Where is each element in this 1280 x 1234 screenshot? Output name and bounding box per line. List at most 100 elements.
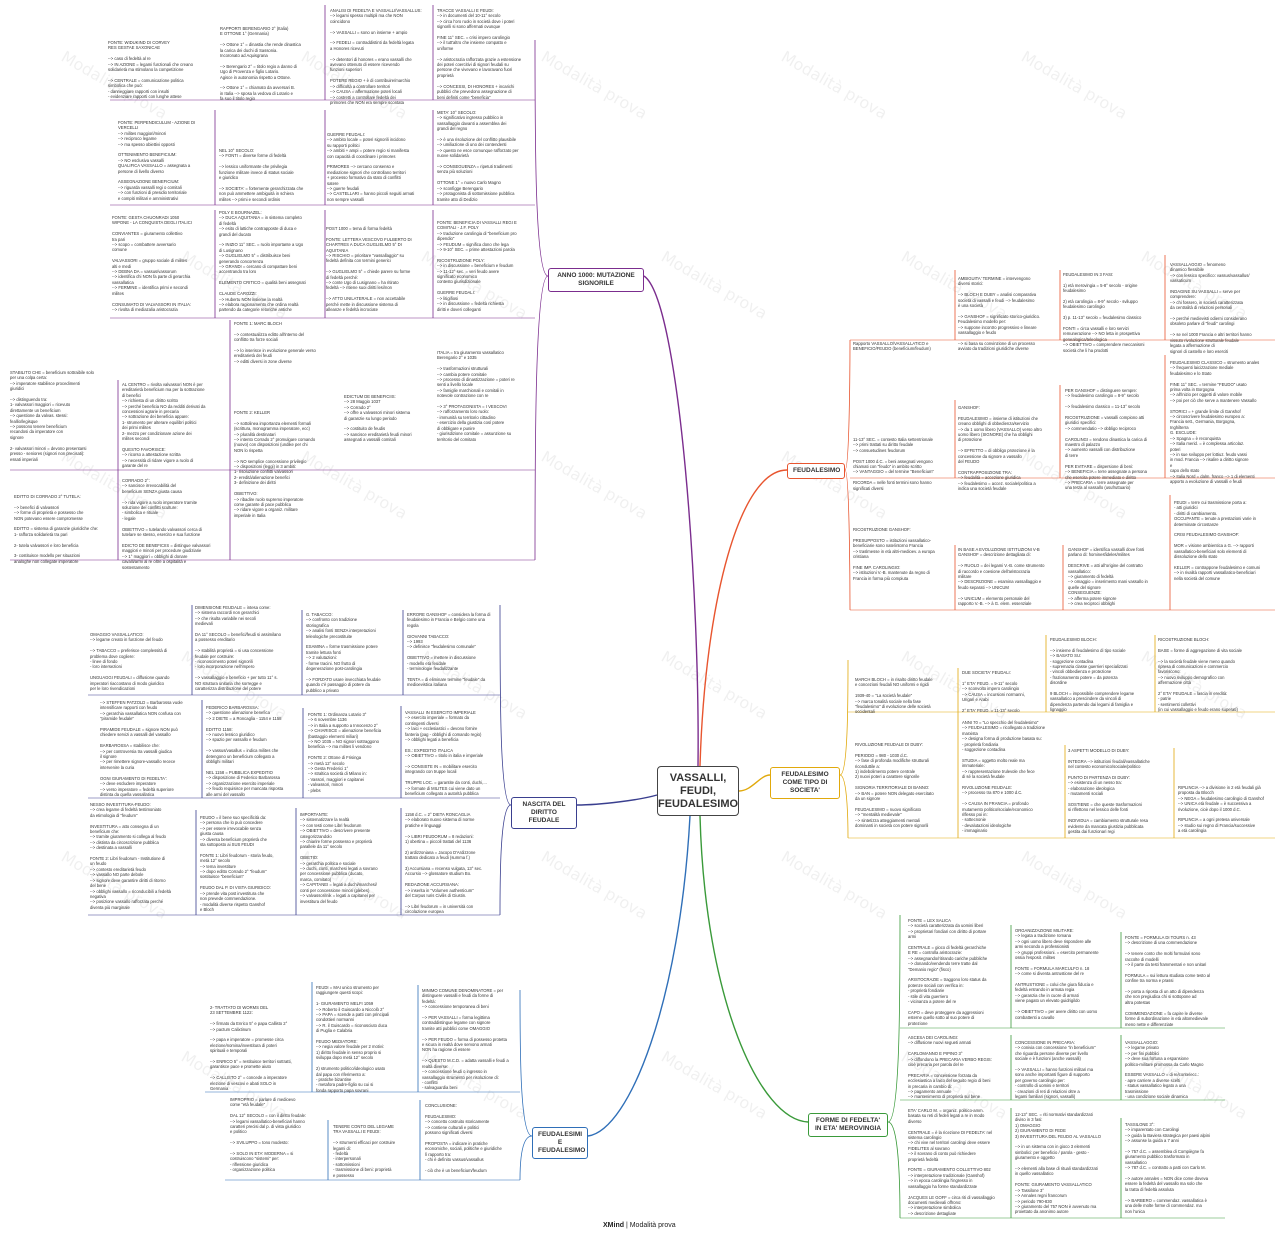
bracket-forme-bottom (887, 1121, 901, 1219)
connector-feudalesimo (699, 469, 788, 767)
note-march-bloch: MARCH BLOCH = in risalto diritto feudale… (855, 677, 933, 715)
watermark-text: Modalità prova (658, 247, 771, 323)
note-vassallaggio-legame: VASSALLAGGIO: --> legame privato --> per… (1125, 1040, 1204, 1100)
topic-feudalesimo-come-tipo-di-societa[interactable]: FEUDALESIMO COME TIPO DI SOCIETA' (770, 767, 840, 799)
note-stabilito-che: STABILITO CHE = beneficium sottraibile s… (10, 370, 94, 462)
note-legame-vassalli-feudi: TENERE CONTO DEL LEGAME TRA VASSALLI E F… (333, 1124, 396, 1178)
xmind-logo: XMind | Modalità prova (603, 1222, 676, 1229)
note-vassallaggio-fenomeno: VASSALLAGGIO = fenomeno dinamico flessib… (1170, 262, 1252, 354)
watermark-text: Modalità prova (658, 647, 771, 723)
note-ricostruzione-bloch: RICOSTRUZIONE BLOCH: BASE = forme di agg… (1158, 637, 1242, 713)
note-dieta-roncaglia: 1158 d.C. = 2° DIETA RONCAGLIA --> elabo… (405, 812, 483, 915)
note-tassilone: TASSILONE 3°: --> imparentato con Caroli… (1125, 1122, 1211, 1214)
note-anni-70: ANNI 70 = "Lo specchio del feudalesimo" … (962, 720, 1046, 834)
bracket-soc-bottom (839, 774, 849, 839)
note-ascesa-carolingi: ASCESA DEI CAROLINGI: --> diffusione nuo… (908, 1035, 992, 1100)
topic-feudalesimo[interactable]: FEUDALESIMO (787, 463, 845, 479)
note-11-13-secolo: 11-13° SEC. = contesto Italia settentrio… (853, 437, 935, 491)
note-eta-carlo-magno: ETA' CARLO M. = organiz. politico-amm. b… (908, 1108, 995, 1216)
note-meta-10-secolo: META' 10° SECOLO: --> significativo ingr… (437, 110, 519, 202)
note-nesso-investitura: NESSO INVESTITURA-FEUDO: --> crea legame… (90, 802, 172, 910)
note-vassalli-esercito: VASSALLI IN ESERCITO IMPERIALE --> eserc… (405, 710, 487, 797)
watermark-text: Modalità prova (778, 47, 891, 123)
note-due-societa: DUE SOCIETA' FEUDALI: 1° ETA' FEUD. = 9-… (962, 670, 1025, 713)
bracket-feudi-bottom (519, 1135, 533, 1181)
note-ganshof-identifica: GANSHOF = identifica vassalli dove fonti… (1068, 547, 1148, 607)
note-marc-bloch: FONTE 1: MARC BLOCH --> contestualizza e… (234, 321, 316, 364)
watermark-text: Modalità prova (778, 847, 891, 923)
topic-nascita-del-diritto-feudale[interactable]: NASCITA DEL DIRITTO FEUDALE (511, 797, 577, 829)
note-ambiguita-termine: AMBIGUITA' TERMINE = intervengono divers… (958, 276, 1041, 352)
note-ricostruzione-ganshof: RICOSTRUZIONE GANSHOF: PRESUPPOSTO = ist… (853, 527, 935, 581)
note-widukind: FONTE: WIDUKIND DI CORVEY RES GESTAE SAX… (108, 40, 193, 100)
note-omaggio-vassallatico: OMAGGIO VASSALLATICO: --> legame creato … (90, 632, 170, 692)
connector-feudalesimi (587, 815, 691, 1137)
note-riplincia: RIPLINCIA --> a divisione in 2 età feuda… (1178, 785, 1264, 834)
bracket-connectors (10, 5, 1275, 1219)
note-poly-bournazel: POLY E BOURNAZEL: --> DUCA AQUITANIA = i… (219, 210, 306, 313)
bracket-nascita-bottom (499, 804, 512, 916)
note-barbarossa: FEDERICO BARBAROSSA: --> questione alien… (206, 705, 284, 797)
watermark-text: Modalità prova (658, 1047, 771, 1123)
note-feudalesimo-bloch: FEUDALESIMO BLOCH: --> insieme di feudal… (1050, 637, 1135, 713)
note-dimensione-feudale: DIMENSIONE FEUDALE = intesa come: --> si… (195, 605, 281, 692)
central-topic[interactable]: VASSALLI, FEUDI, FEUDALESIMO (657, 766, 739, 816)
watermark-text: Modalità prova (1018, 847, 1131, 923)
note-lex-salica: FONTE = LEX SALICA --> società caratteri… (908, 918, 988, 1026)
note-importante: IMPORTANTE: --> sistematizzare la realtà… (300, 812, 378, 904)
note-minimo-comune: MINIMO COMUNE DENOMINATORE = per disting… (422, 988, 509, 1091)
note-organizzazione-militare: ORGANIZZAZIONE MILITARE: --> legata a tr… (1015, 928, 1099, 1020)
note-feudalesimo-3-fasi: FEUDALESIMO IN 3 FASI: 1) età merovingia… (1063, 272, 1145, 353)
note-feudo-specificita: FEUDO = il bene suo specificità da: --> … (200, 815, 274, 912)
note-rivoluzione-duby: RIVOLUZIONE FEUDALE DI DUBY: PERIODO = 9… (855, 742, 934, 829)
note-guerre-feudali: GUERRE FEUDALI: --> ambito locale = pote… (327, 132, 415, 202)
note-feudalesimo-classico: FEUDALESIMO CLASSICO = strumento anales … (1170, 360, 1260, 484)
note-keller: FONTE 2: KELLER --> sottolinea importanz… (234, 410, 316, 518)
note-feudi-terre: FEUDI = terre cui trasmissione porta a: … (1174, 500, 1261, 581)
note-post-1000: POST 1000 = tema di forma fedeltà FONTE:… (326, 226, 412, 313)
note-per-ganshof: PER GANSHOF = distinguere sempre: --> fe… (1065, 388, 1148, 491)
note-punto-partenza-duby: 3 ASPETTI MODELLO DI DUBY: INTEGRA --> i… (1068, 748, 1150, 835)
note-edictum-beneficiis: EDICTUM DE BENEFICIIS: --> 28 Maggio 103… (344, 394, 412, 443)
connector-forme (699, 815, 809, 1123)
note-steffen-patzold: --> STEFFEN PATZOLD = Barbarossa vuole i… (100, 700, 183, 797)
watermark-text: Modalità prova (538, 847, 651, 923)
note-lotario-ottone: FONTE 1: Ordinanza Lotario 3° --> 6 nove… (308, 712, 382, 793)
branch-connectors (576, 275, 809, 1137)
note-concessione-precaria: CONCESSIONE IN PRECARIA: --> conivia con… (1015, 1040, 1096, 1100)
note-formula-tours: FONTE = FORMULA DI TOURS n. 43 --> descr… (1125, 935, 1211, 1027)
bracket-feud-bottom (844, 469, 851, 611)
note-trattato-worms: 2- TRATTATO DI WORMS DEL 23 SETTEMBRE 11… (210, 1005, 292, 1092)
note-gesta-chuonradi: FONTE: GESTA CHUONRADI 1050 WIPONE - LA … (112, 215, 192, 312)
note-10-secolo: NEL 10° SECOLO: --> FONTI = diverse form… (219, 148, 304, 202)
connector-nascita (576, 794, 658, 806)
note-conclusione: CONCLUSIONE: FEUDALESIMO: --> concetto c… (425, 1103, 502, 1173)
note-editto-corrado: EDITTO DI CORRADO 2° TUTELA: --> benefic… (14, 494, 99, 564)
topic-forme-di-fedelta-eta-merovingia[interactable]: FORME DI FEDELTA' IN ETA' MEROVINGIA (808, 1113, 888, 1137)
bracket-anno-bottom (534, 275, 549, 561)
note-feudi-mai-unico: FEUDI = MAI unico strumento per raggiung… (316, 985, 390, 1093)
watermark-text: Modalità prova (538, 447, 651, 523)
topic-anno-1000-mutazione-signorile[interactable]: ANNO 1000: MUTAZIONE SIGNORILE (548, 268, 644, 292)
note-al-centro: AL CENTRO = rivolta valvassori NON è per… (122, 382, 206, 469)
bracket-forme-top (887, 914, 901, 1123)
bracket-feud-top (844, 339, 851, 471)
topic-feudalesimi-e-feudalesimo[interactable]: FEUDALESIMI E FEUDALESIMO (532, 1127, 588, 1159)
connector-anno1000 (643, 275, 699, 767)
bracket-nascita-top (499, 604, 512, 806)
watermark-text: Modalità prova (1018, 47, 1131, 123)
bracket-soc-top (839, 659, 849, 776)
note-tabacco: G. TABACCO: --> confronto con tradizione… (306, 612, 381, 693)
note-riti-normativi: 12-13° SEC. = riti normativi standardizz… (1015, 1112, 1101, 1215)
note-improprio: IMPROPRIO = parlare di medioevo come "et… (230, 1097, 307, 1173)
note-evoluzione-istituzioni: IN BASE A EVOLUZIONE ISTITUZIONI V-B GAN… (958, 547, 1045, 607)
bracket-anno-top (534, 39, 549, 277)
watermark-text: Modalità prova (538, 47, 651, 123)
note-analisi-fedelta: ANALISI DI FEDELTA E VASSALLI/VASSALLUS:… (330, 8, 422, 105)
note-italia-giuramento: ITALIA = tra giuramento vassallatico Ber… (437, 350, 515, 442)
note-berengario-ottone: RAPPORTI BERENGARIO 2° (Italia) E OTTONE… (220, 26, 301, 102)
note-tracce-vassalli: TRACCE VASSALLI E FEUDI: --> in document… (437, 8, 522, 100)
note-beneficia-poly: FONTE: BENEFICIA DI VASSALLI REGI E COMI… (437, 220, 517, 312)
trial-mode-label: Modalità prova (629, 1222, 676, 1229)
